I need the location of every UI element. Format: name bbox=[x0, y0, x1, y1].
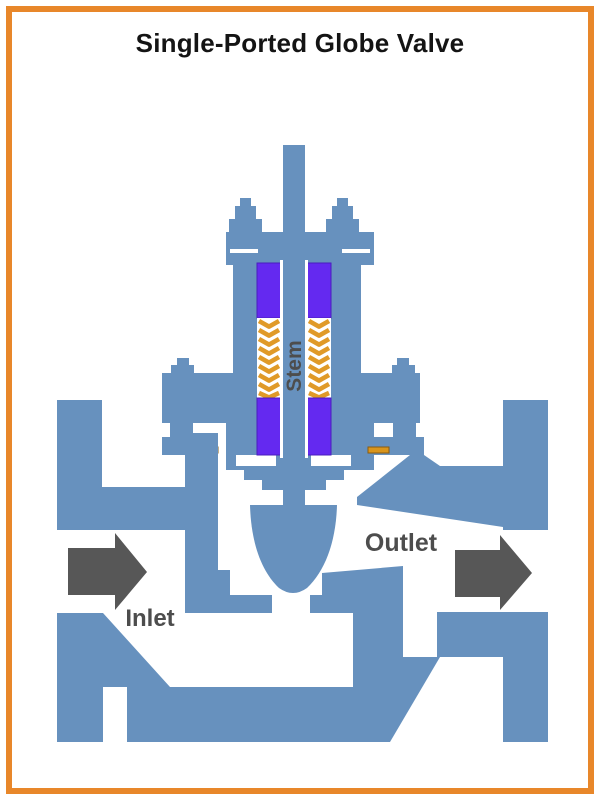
outlet-label: Outlet bbox=[365, 529, 438, 557]
body-foot-left bbox=[57, 613, 103, 742]
bonnet-bolt-left bbox=[171, 358, 194, 373]
body-bottom-band bbox=[170, 687, 353, 742]
seat-left bbox=[230, 595, 272, 613]
inlet-arm bbox=[102, 487, 185, 530]
bonnet-bolt-right bbox=[392, 358, 415, 373]
valve-stem bbox=[283, 145, 305, 509]
inlet-label: Inlet bbox=[125, 605, 174, 632]
valve-body bbox=[57, 145, 548, 742]
inlet-flow-arrow-icon bbox=[68, 533, 147, 610]
outlet-lower-wall bbox=[437, 612, 548, 657]
valve-plug bbox=[250, 505, 337, 593]
gallery-wall-left bbox=[185, 433, 218, 613]
gland-stud-left bbox=[229, 198, 262, 233]
outlet-flange bbox=[503, 400, 548, 530]
body-foot-right bbox=[503, 657, 548, 742]
body-diagonal-left bbox=[103, 613, 170, 742]
figure-title: Single-Ported Globe Valve bbox=[135, 28, 465, 58]
inlet-flange bbox=[57, 400, 102, 530]
seat-right bbox=[310, 566, 403, 657]
packing-left bbox=[257, 262, 281, 456]
outlet-flow-arrow-icon bbox=[455, 535, 532, 610]
packing-right bbox=[307, 262, 331, 456]
stem-label: Stem bbox=[283, 340, 306, 391]
gland-stud-right bbox=[326, 198, 359, 233]
outlet-arm bbox=[357, 455, 503, 527]
body-diagonal-right bbox=[353, 657, 440, 742]
